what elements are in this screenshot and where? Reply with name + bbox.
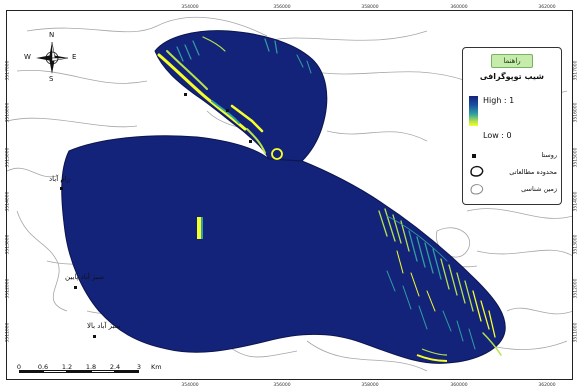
legend-item-village: روستا: [541, 151, 557, 159]
scale-label: 1.8: [85, 363, 97, 371]
coordinate-tick-bottom: 354000: [181, 383, 199, 388]
low-slope-edges: [157, 36, 312, 154]
village-marker: [60, 187, 63, 190]
coordinate-tick-top: 356000: [273, 5, 291, 10]
north-label: N: [49, 31, 55, 39]
coordinate-tick-bottom: 356000: [273, 383, 291, 388]
mid-stripe: [197, 217, 201, 239]
legend-low-label: Low : 0: [483, 131, 512, 140]
village-label-ram-abad: رام آباد: [49, 175, 71, 183]
legend-item-study-area: محدوده مطالعاتی: [509, 168, 557, 176]
coordinate-tick-right: 3511000: [573, 322, 579, 343]
coordinate-tick-top: 358000: [361, 5, 379, 10]
coordinate-tick-right: 3515000: [573, 147, 579, 168]
coordinate-tick-left: 3512000: [5, 278, 11, 299]
scale-unit: Km: [151, 363, 162, 371]
coordinate-tick-bottom: 358000: [361, 383, 379, 388]
northern-lobe: [154, 30, 328, 162]
south-edges: [416, 348, 448, 362]
study-area-outline-icon: [470, 165, 484, 177]
village-marker: [226, 109, 229, 112]
village-marker: [184, 93, 187, 96]
east-streaks: [378, 208, 502, 356]
coordinate-tick-left: 3517000: [5, 60, 11, 81]
north-arrow: N S E W: [24, 31, 76, 83]
scale-label: 3: [136, 363, 142, 371]
coordinate-tick-right: 3517000: [573, 60, 579, 81]
slope-color-ramp: [469, 96, 478, 126]
legend-title: راهنما: [491, 54, 533, 68]
west-label: W: [24, 53, 31, 61]
map-canvas: رام آباد سبز آباد پایین سبز آباد بالا N …: [6, 10, 573, 380]
coordinate-tick-right: 3512000: [573, 278, 579, 299]
coordinate-tick-top: 360000: [450, 5, 468, 10]
geology-polygon-icon: [470, 184, 484, 195]
coordinate-tick-right: 3513000: [573, 234, 579, 255]
islet-feature: [271, 148, 283, 160]
scale-bar: 0 0.6 1.2 1.8 2.4 3 Km: [16, 363, 179, 377]
coordinate-tick-top: 362000: [538, 5, 556, 10]
legend-item-geology: زمین شناسی: [521, 185, 557, 193]
coordinate-tick-left: 3516000: [5, 102, 11, 123]
coordinate-tick-left: 3511000: [5, 322, 11, 343]
south-label: S: [49, 75, 54, 83]
village-marker: [249, 140, 252, 143]
map-svg: [7, 16, 572, 372]
coordinate-tick-top: 354000: [181, 5, 199, 10]
village-square-icon: [472, 154, 476, 158]
slope-raster: [61, 30, 506, 364]
village-label-sabz-abad-payin: سبز آباد پایین: [65, 273, 104, 281]
east-label: E: [72, 53, 77, 61]
coordinate-tick-left: 3515000: [5, 147, 11, 168]
scale-label: 2.4: [109, 363, 121, 371]
coordinate-tick-left: 3513000: [5, 234, 11, 255]
scale-label: 0.6: [37, 363, 49, 371]
coordinate-tick-right: 3514000: [573, 191, 579, 212]
coordinate-tick-left: 3514000: [5, 191, 11, 212]
coordinate-tick-bottom: 362000: [538, 383, 556, 388]
map-legend: راهنما شیب توپوگرافی High : 1 Low : 0 رو…: [462, 47, 562, 205]
legend-high-label: High : 1: [483, 96, 515, 105]
scale-label: 1.2: [61, 363, 73, 371]
scale-label: 0: [16, 363, 22, 371]
legend-heading: شیب توپوگرافی: [479, 72, 545, 81]
village-label-sabz-abad-bala: سبز آباد بالا: [87, 322, 121, 330]
village-marker: [93, 335, 96, 338]
coordinate-tick-bottom: 360000: [450, 383, 468, 388]
village-marker: [74, 286, 77, 289]
coordinate-tick-right: 3516000: [573, 102, 579, 123]
compass-rose-icon: [36, 41, 69, 74]
main-body: [61, 135, 506, 364]
